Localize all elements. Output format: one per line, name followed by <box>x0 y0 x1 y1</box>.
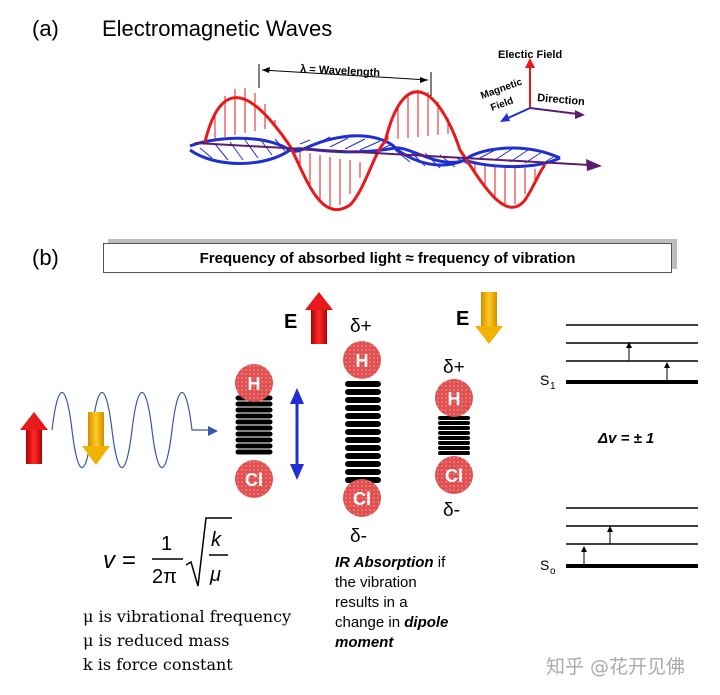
caption-dipole: dipole <box>404 614 449 631</box>
molecule-hcl-2: H Cl <box>343 341 381 517</box>
vibration-diagram: H Cl E δ+ H Cl δ- E δ+ H Cl δ- <box>20 292 698 588</box>
frequency-banner: Frequency of absorbed light ≈ frequency … <box>103 243 672 273</box>
cl-atom <box>435 456 473 494</box>
svg-text:k: k <box>211 529 222 551</box>
yellow-down-arrow <box>82 412 110 465</box>
level-s1-sub: 1 <box>550 381 556 392</box>
direction-axis-arrow <box>529 107 579 115</box>
svg-text:H: H <box>448 389 461 409</box>
h-atom <box>343 341 381 379</box>
caption-change-in: change in <box>335 614 405 631</box>
cl-atom <box>235 460 273 498</box>
level-s0-sub: o <box>550 566 556 577</box>
ir-absorption-caption: IR Absorption if the vibration results i… <box>335 553 485 653</box>
svg-text:2π: 2π <box>152 566 177 588</box>
svg-text:1: 1 <box>161 533 172 555</box>
e-label-left: E <box>284 311 297 333</box>
delta-plus-1: δ+ <box>350 316 372 337</box>
level-s1: S <box>540 372 549 388</box>
red-up-arrow <box>20 412 48 464</box>
svg-text:H: H <box>356 351 369 371</box>
definition-force-constant: k is force constant <box>83 655 233 674</box>
svg-text:μ: μ <box>209 564 221 586</box>
level-s0: S <box>540 557 549 573</box>
e-label-right: E <box>456 308 469 330</box>
wavelength-arrow <box>261 69 429 81</box>
yellow-e-arrow <box>475 292 503 344</box>
energy-levels-s1 <box>566 324 698 384</box>
caption-ir-absorption: IR Absorption <box>335 554 434 571</box>
caption-if: if <box>433 554 446 571</box>
delta-plus-2: δ+ <box>443 357 465 378</box>
vibration-double-arrow <box>290 388 304 480</box>
molecule-hcl-3: H Cl <box>435 379 473 494</box>
magnetic-axis-arrow <box>505 107 531 120</box>
axis-magnetic-label-2: Field <box>489 95 515 113</box>
wavelength-label: λ = Wavelength <box>300 63 381 79</box>
axis-electric-label: Electic Field <box>498 49 562 61</box>
molecule-hcl-1: H Cl <box>235 364 273 498</box>
caption-line-2: the vibration <box>335 574 417 591</box>
red-e-arrow <box>305 292 333 344</box>
caption-line-3: results in a <box>335 594 408 611</box>
svg-text:Cl: Cl <box>445 466 463 486</box>
svg-text:Cl: Cl <box>245 470 263 490</box>
panel-b-label: (b) <box>32 245 59 270</box>
cl-atom <box>343 479 381 517</box>
svg-text:v =: v = <box>103 547 136 574</box>
watermark: 知乎 @花开见佛 <box>546 656 686 678</box>
panel-a-label: (a) <box>32 16 59 41</box>
electric-field-wave <box>203 90 547 212</box>
frequency-formula: v = 1 2π k μ <box>103 517 232 588</box>
delta-minus-2: δ- <box>443 500 460 521</box>
definitions: μ is vibrational frequency μ is reduced … <box>83 605 291 677</box>
em-wave-diagram: λ = Wavelength <box>189 49 602 212</box>
definition-reduced-mass: μ is reduced mass <box>83 631 230 650</box>
delta-v-rule: Δv = ± 1 <box>597 430 654 447</box>
h-atom <box>435 379 473 417</box>
h-atom <box>235 364 273 402</box>
delta-minus-1: δ- <box>350 526 367 547</box>
energy-levels-s0 <box>566 507 698 568</box>
panel-a-title: Electromagnetic Waves <box>102 16 333 41</box>
definition-vibrational-frequency: μ is vibrational frequency <box>83 607 292 626</box>
caption-moment: moment <box>335 634 394 651</box>
axis-direction-label: Direction <box>537 92 586 108</box>
svg-text:H: H <box>248 374 261 394</box>
svg-text:Cl: Cl <box>353 489 371 509</box>
incoming-light-wave <box>51 392 212 468</box>
propagation-axis <box>194 142 591 166</box>
